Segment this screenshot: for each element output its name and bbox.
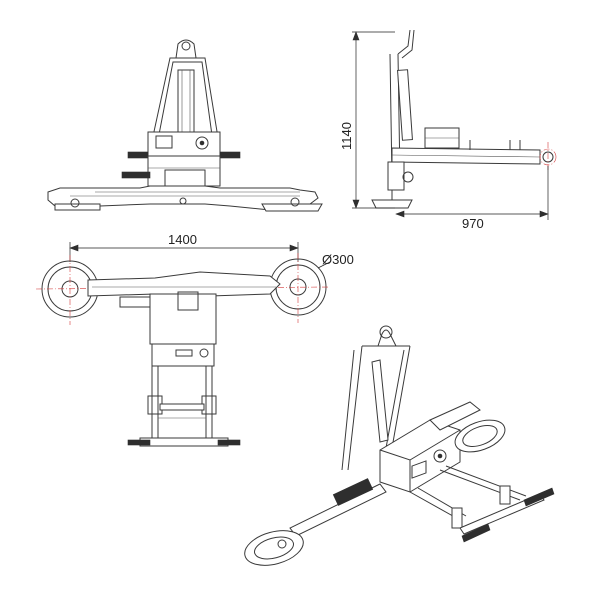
- side-pad: [371, 199, 413, 209]
- iso-pad-back: [454, 419, 506, 453]
- top-crossbar: [139, 437, 229, 447]
- iso-control-box: [379, 419, 461, 493]
- front-handle-left: [127, 151, 149, 159]
- top-handle-right: [217, 439, 241, 446]
- iso-lifting-eye: [379, 325, 393, 339]
- front-handle-right: [219, 151, 241, 159]
- front-pad-left: [54, 203, 101, 211]
- iso-arm-front: [289, 483, 387, 537]
- dimension-pad-diameter: Ø300: [322, 252, 354, 267]
- top-handle-left: [127, 439, 151, 446]
- iso-handle-left: [461, 523, 491, 543]
- dimension-height: 1140: [339, 122, 354, 150]
- isometric-view: [244, 325, 555, 566]
- front-pad-right: [261, 203, 323, 212]
- front-a-frame: [149, 57, 221, 151]
- iso-a-frame: [341, 345, 411, 471]
- iso-crossbar: [459, 493, 545, 535]
- top-beam: [87, 271, 281, 297]
- front-view: [47, 39, 323, 212]
- side-view: [352, 29, 557, 220]
- dimension-span: 1400: [168, 232, 197, 247]
- top-view: [35, 242, 331, 447]
- iso-handle-right: [523, 487, 555, 507]
- iso-pad-front: [244, 530, 304, 566]
- dimension-reach: 970: [462, 216, 484, 231]
- top-body: [149, 293, 217, 345]
- front-lifting-eye: [175, 39, 197, 59]
